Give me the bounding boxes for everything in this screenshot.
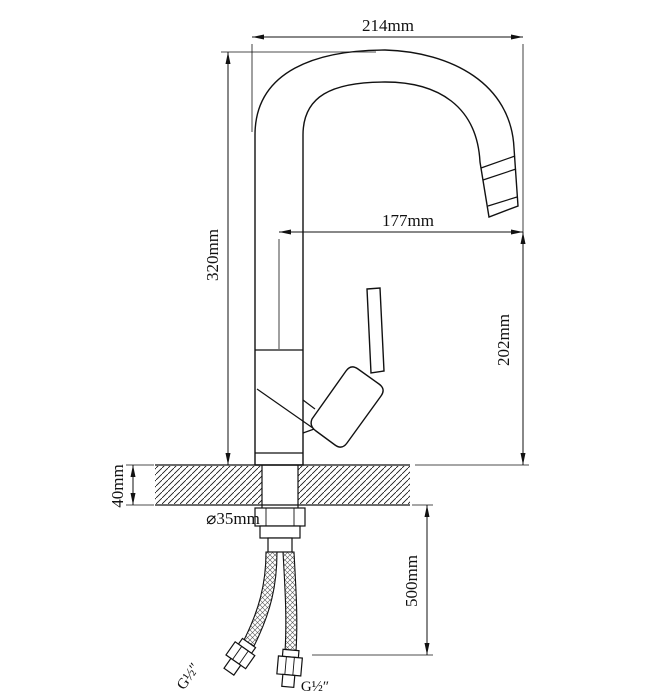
fitting-right-nut <box>276 655 303 677</box>
dimension-hose-length: 500mm <box>312 504 433 656</box>
shank-tailpiece <box>267 537 293 553</box>
dim-label-500: 500mm <box>402 555 421 607</box>
dimension-overall-reach: 214mm <box>251 16 524 232</box>
faucet-handle <box>302 287 385 448</box>
dim-label-202: 202mm <box>494 314 513 366</box>
deck-hatch-right <box>298 466 410 504</box>
dim-label-320: 320mm <box>203 229 222 281</box>
counter-deck <box>155 464 410 506</box>
nozzle-band-3 <box>487 196 518 207</box>
handle-lever-rod <box>366 287 385 374</box>
dimension-height-above-deck: 320mm <box>203 51 376 465</box>
deck-hatch-left <box>155 466 262 504</box>
dim-label-214: 214mm <box>362 16 414 35</box>
thread-label-left: G½″ <box>174 661 203 693</box>
thread-label-right: G½″ <box>301 679 329 693</box>
mounting-shank <box>254 465 306 553</box>
mounting-washer <box>259 525 301 539</box>
gooseneck-spout-outline <box>254 49 519 466</box>
dimension-deck-thickness: 40mm <box>108 464 154 508</box>
hose-fitting-right <box>276 648 303 689</box>
dimension-spout-reach: 177mm <box>278 211 523 349</box>
mounting-nut <box>254 507 306 527</box>
supply-hoses <box>223 551 303 689</box>
dim-label-177: 177mm <box>382 211 434 230</box>
fitting-right-facet-1 <box>284 656 287 675</box>
handle-connector-top <box>302 399 316 410</box>
dim-label-hole-diameter: ⌀35mm <box>206 509 260 528</box>
handle-base <box>310 366 384 448</box>
fitting-left-facet-1 <box>232 646 243 660</box>
fitting-right-facet-2 <box>292 657 295 676</box>
hose-right <box>282 551 298 653</box>
dimension-outlet-height: 202mm <box>415 232 529 466</box>
hose-left <box>243 551 278 647</box>
faucet-body-and-spout <box>254 49 519 466</box>
nozzle-band-1 <box>480 155 516 169</box>
fitting-right-tip <box>281 673 296 689</box>
hose-fitting-left <box>223 637 257 676</box>
fitting-left-facet-2 <box>238 650 249 665</box>
nozzle-band-2 <box>482 168 517 181</box>
fitting-left-tip <box>223 657 242 676</box>
dim-label-40: 40mm <box>108 464 127 507</box>
